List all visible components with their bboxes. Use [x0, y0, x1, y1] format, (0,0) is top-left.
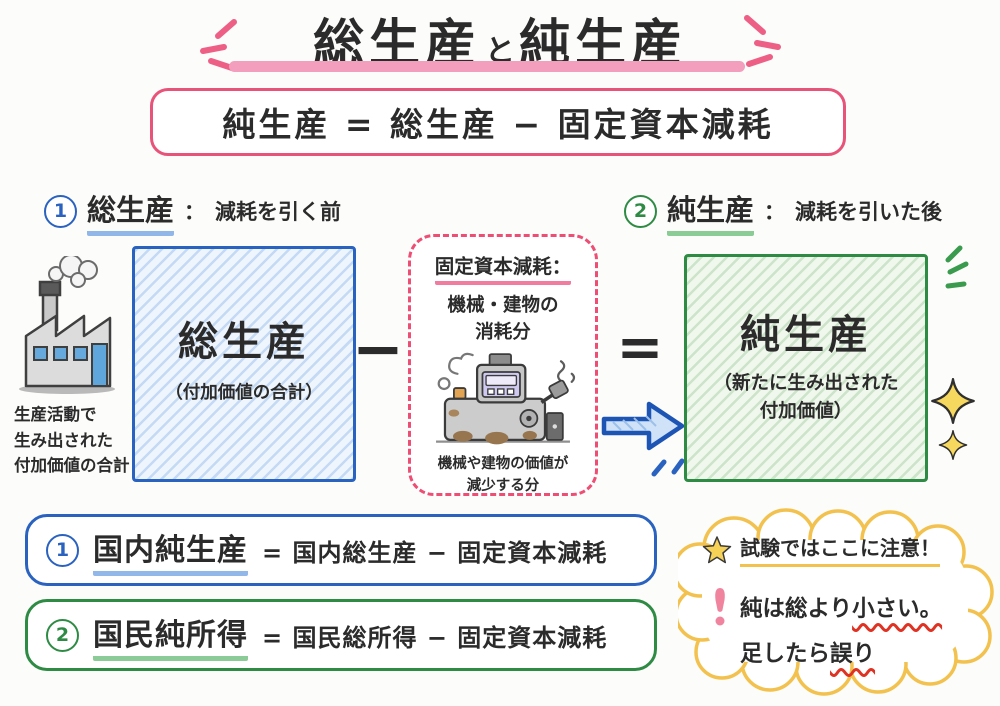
national-net-income-equation: = 国民総所得 − 固定資本減耗	[262, 623, 608, 652]
cloud-warning-row: 純は総より小さい。	[712, 586, 942, 628]
cloud-heading-text: 試験ではここに注意！	[740, 532, 940, 567]
formula-box: 純生産 = 総生産 − 固定資本減耗	[150, 88, 846, 156]
net-term: 純生産	[667, 187, 755, 236]
net-separator: ：	[764, 200, 786, 224]
cloud-warning-pre: 純は総より	[740, 596, 853, 622]
factory-icon	[19, 256, 115, 394]
formula-text: 純生産 = 総生産 − 固定資本減耗	[222, 105, 774, 144]
sparkle-small-icon	[938, 430, 968, 460]
circled-number-1: 1	[44, 194, 77, 228]
national-net-income-box: 2 国民純所得 = 国民総所得 − 固定資本減耗	[25, 599, 657, 671]
domestic-net-product-term: 国内純生産	[93, 525, 248, 576]
circled-number-2: 2	[624, 194, 657, 228]
blue-emphasis-strokes-icon	[651, 458, 685, 477]
cloud-heading-row: 試験ではここに注意！	[702, 532, 940, 567]
cloud-warning-emphasis: 小さい。	[852, 596, 943, 622]
depreciation-caption-line1: 機械や建物の価値が	[437, 456, 569, 472]
cloud-warning2-pre: 足したら	[740, 641, 831, 667]
net-box-subtitle-line2: 付加価値）	[759, 401, 853, 422]
depreciation-caption-line2: 減少する分	[466, 478, 540, 494]
section-label-net: 2 純生産 ： 減耗を引いた後	[624, 190, 943, 236]
sparkle-large-icon	[931, 378, 975, 424]
depreciation-desc-line1: 機械・建物の	[447, 295, 559, 316]
domestic-net-product-box: 1 国内純生産 = 国内総生産 − 固定資本減耗	[25, 514, 657, 586]
minus-operator: −	[352, 311, 404, 385]
circled-number-2-bottom: 2	[46, 618, 79, 652]
factory-caption-line1: 生産活動で	[14, 405, 97, 424]
pink-emphasis-strokes-left-icon	[200, 19, 237, 71]
net-note: 減耗を引いた後	[795, 200, 943, 224]
national-net-income-term: 国民純所得	[93, 610, 248, 661]
exam-note-cloud: 試験ではここに注意！ 純は総より小さい。 足したら誤り	[678, 506, 994, 696]
domestic-net-product-equation: = 国内総生産 − 固定資本減耗	[262, 538, 608, 567]
factory-caption-line3: 付加価値の合計	[14, 456, 130, 476]
depreciation-box: 固定資本減耗： 機械・建物の 消耗分	[408, 234, 598, 496]
arrow-right-icon	[601, 401, 685, 451]
depreciation-desc-line2: 消耗分	[475, 322, 531, 343]
gross-note: 減耗を引く前	[215, 200, 342, 224]
net-box-subtitle-line1: （新たに生み出された	[713, 373, 899, 395]
equals-operator: =	[616, 314, 664, 380]
worn-machine-icon	[436, 352, 576, 445]
exclamation-icon	[715, 588, 725, 626]
net-box-title: 純生産	[739, 312, 872, 359]
title-underline	[229, 61, 745, 72]
green-emphasis-strokes-icon	[945, 245, 969, 289]
gross-box-subtitle: （付加価値の合計）	[165, 382, 323, 403]
cloud-outline-icon	[678, 508, 994, 696]
gross-box-title: 総生産	[178, 318, 310, 365]
net-production-box: 純生産 （新たに生み出された 付加価値）	[684, 254, 928, 482]
gross-separator: ：	[184, 200, 206, 224]
depreciation-title: 固定資本減耗：	[434, 250, 572, 285]
cloud-warning2-emphasis: 誤り	[830, 641, 876, 667]
factory-caption: 生産活動で 生み出された 付加価値の合計	[14, 402, 154, 479]
gross-production-box: 総生産 （付加価値の合計）	[132, 246, 356, 482]
circled-number-1-bottom: 1	[46, 533, 79, 567]
cloud-warning-row2: 足したら誤り	[740, 636, 875, 668]
gross-term: 総生産	[87, 187, 175, 236]
star-icon	[702, 535, 732, 563]
section-label-gross: 1 総生産 ： 減耗を引く前	[44, 190, 342, 236]
factory-caption-line2: 生み出された	[14, 430, 113, 450]
pink-emphasis-strokes-right-icon	[744, 15, 781, 67]
